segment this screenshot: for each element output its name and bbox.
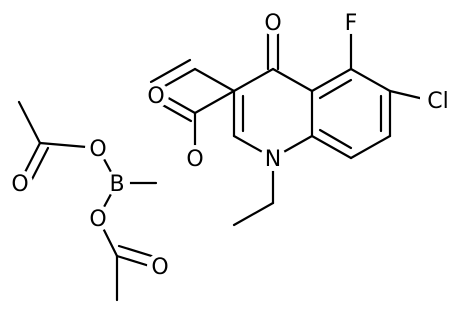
atom-labels: O F Cl N O O B O O O O <box>7 9 456 280</box>
bond-lines <box>17 30 430 302</box>
bond-c5-c6-inner <box>318 78 353 100</box>
bond-upper-c-ch3 <box>17 100 42 145</box>
lower-boron-oxygen-label: O <box>89 207 106 232</box>
nitrogen-label: N <box>265 147 281 172</box>
bond-cooc-o-b <box>149 58 192 84</box>
ester-carbonyl-oxygen-label: O <box>147 84 164 109</box>
oxo-oxygen-label: O <box>264 11 281 36</box>
bond-c4a-c4 <box>271 67 314 93</box>
bond-c6-c7 <box>349 67 392 93</box>
boron-label: B <box>109 172 124 197</box>
bond-c3-carboxyl-c <box>193 89 236 115</box>
lower-carbonyl-oxygen-label: O <box>151 255 168 280</box>
bond-c3-cooc <box>193 67 236 93</box>
upper-boron-oxygen-label: O <box>89 137 106 162</box>
bond-c4-c3 <box>232 67 275 93</box>
fluorine-label: F <box>345 11 358 36</box>
bond-c9-c8a <box>310 134 353 160</box>
ester-link-oxygen-label: O <box>186 147 203 172</box>
bond-c9-c8a-inner <box>318 128 353 150</box>
chlorine-label: Cl <box>427 89 448 114</box>
bond-c8-c9 <box>349 134 392 160</box>
upper-carbonyl-oxygen-label: O <box>11 172 28 197</box>
bond-c5-c6 <box>310 67 353 93</box>
bond-ch2-ch3 <box>232 201 275 227</box>
bond-lower-c-o-b <box>117 244 160 260</box>
